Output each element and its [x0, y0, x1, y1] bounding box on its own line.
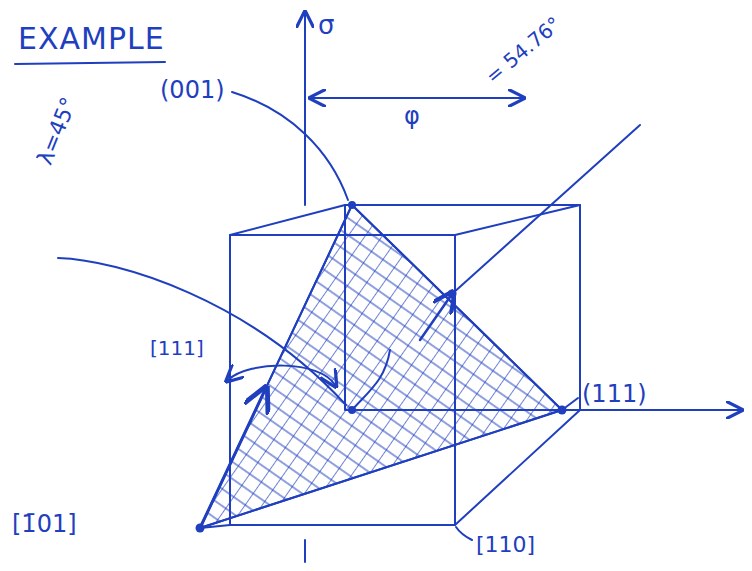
direction-label: [1̄01] — [12, 512, 77, 536]
leader-line — [456, 527, 472, 540]
stress-symbol: σ — [318, 12, 334, 38]
angle-symbol: φ — [404, 104, 420, 128]
slip-direction — [420, 294, 452, 340]
angle-value: = 54.76° — [482, 13, 564, 86]
leader-line — [232, 92, 348, 200]
plane-label: (001) — [160, 78, 225, 102]
angle-value: λ=45° — [34, 94, 81, 168]
vertex-dot — [448, 290, 457, 299]
cube-edge — [455, 205, 580, 235]
slip-direction — [200, 390, 265, 528]
vertex-dot — [558, 406, 567, 415]
plane-label: (111) — [582, 382, 647, 406]
leader-line — [58, 258, 346, 405]
title-text: EXAMPLE — [18, 24, 165, 54]
stress-axis-tail — [304, 540, 306, 562]
angle-arrow — [312, 97, 522, 99]
vertex-dot — [348, 201, 356, 209]
slip-plane — [200, 205, 562, 528]
direction-label: [111] — [150, 338, 204, 358]
direction-label: [110] — [476, 534, 535, 556]
plane-normal — [452, 125, 640, 294]
title-underline — [15, 62, 165, 64]
vertex-dot — [196, 524, 205, 533]
slip-plane-outline — [200, 205, 562, 528]
normal-curve — [352, 350, 390, 410]
stress-axis — [304, 14, 306, 205]
center-dot — [348, 406, 356, 414]
lambda-arc — [228, 366, 335, 385]
cube-edge — [230, 205, 345, 235]
